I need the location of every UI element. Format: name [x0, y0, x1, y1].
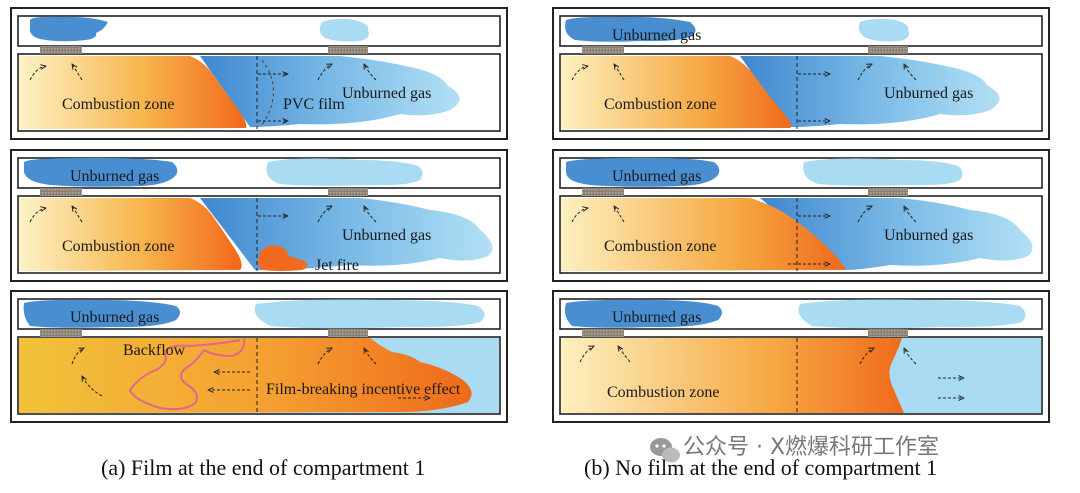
label-unburned-gas: Unburned gas [70, 309, 159, 326]
label-pvc-film: PVC film [283, 96, 345, 113]
combustion-zone [561, 56, 792, 129]
vent [40, 46, 82, 54]
wechat-icon [650, 438, 680, 463]
gas-cloud [23, 299, 180, 328]
gas-cloud [29, 16, 109, 42]
label-combustion-zone: Combustion zone [607, 384, 719, 401]
label-unburned-gas: Unburned gas [884, 227, 973, 244]
backflow-boundary [128, 337, 246, 411]
panel-a3: Unburned gas Backflow Film-breaking ince… [10, 290, 508, 423]
label-unburned-gas: Unburned gas [342, 85, 431, 102]
vent [868, 188, 908, 196]
vent [582, 46, 624, 54]
combustion-zone [561, 338, 904, 413]
gas-cloud [254, 299, 485, 329]
vent [582, 188, 624, 196]
caption-no-film: (b) No film at the end of compartment 1 [584, 455, 937, 480]
vent [582, 329, 624, 337]
column-no-film: Unburned gas Combustion zone Unburned ga… [552, 7, 1050, 423]
vent [328, 329, 368, 337]
gas-cloud [319, 18, 369, 42]
gas-cloud [565, 16, 696, 42]
gas-cloud [803, 158, 963, 186]
gas-cloud [858, 18, 909, 42]
vent [328, 46, 368, 54]
panel-b2: Unburned gas Combustion zone Unburned ga… [552, 149, 1050, 282]
vent [868, 46, 908, 54]
gas-cloud [266, 158, 423, 186]
gas-cloud [566, 157, 720, 187]
label-backflow: Backflow [123, 342, 186, 359]
panel-b3: Unburned gas Combustion zone [552, 290, 1050, 423]
caption-film: (a) Film at the end of compartment 1 [101, 455, 425, 480]
label-unburned-gas: Unburned gas [884, 85, 973, 102]
gas-cloud [564, 299, 722, 328]
combustion-zone [561, 198, 846, 271]
label-unburned-gas: Unburned gas [70, 168, 159, 185]
label-unburned-gas: Unburned gas [612, 27, 701, 44]
watermark: 公众号 · X燃爆科研工作室 [650, 435, 939, 463]
watermark-text: 公众号 · X燃爆科研工作室 [683, 435, 939, 460]
label-unburned-gas: Unburned gas [612, 168, 701, 185]
label-combustion-zone: Combustion zone [62, 96, 174, 113]
vent [40, 329, 82, 337]
column-film: Combustion zone PVC film Unburned gas Un… [10, 7, 508, 423]
label-unburned-gas: Unburned gas [342, 227, 431, 244]
combustion-zone [19, 198, 242, 271]
label-combustion-zone: Combustion zone [604, 96, 716, 113]
vent [868, 329, 908, 337]
label-jet-fire: Jet fire [315, 257, 359, 274]
label-combustion-zone: Combustion zone [604, 238, 716, 255]
jet-fire [258, 245, 308, 271]
label-unburned-gas: Unburned gas [612, 309, 701, 326]
vent [328, 188, 368, 196]
vent [40, 188, 82, 196]
panel-a2: Unburned gas Combustion zone Unburned ga… [10, 149, 508, 282]
combustion-zone [19, 56, 247, 129]
panel-a1: Combustion zone PVC film Unburned gas [10, 7, 508, 140]
label-film-breaking: Film-breaking incentive effect [266, 381, 461, 398]
gas-cloud [798, 299, 1026, 329]
label-combustion-zone: Combustion zone [62, 238, 174, 255]
gas-cloud [24, 157, 178, 187]
panel-b1: Unburned gas Combustion zone Unburned ga… [552, 7, 1050, 140]
